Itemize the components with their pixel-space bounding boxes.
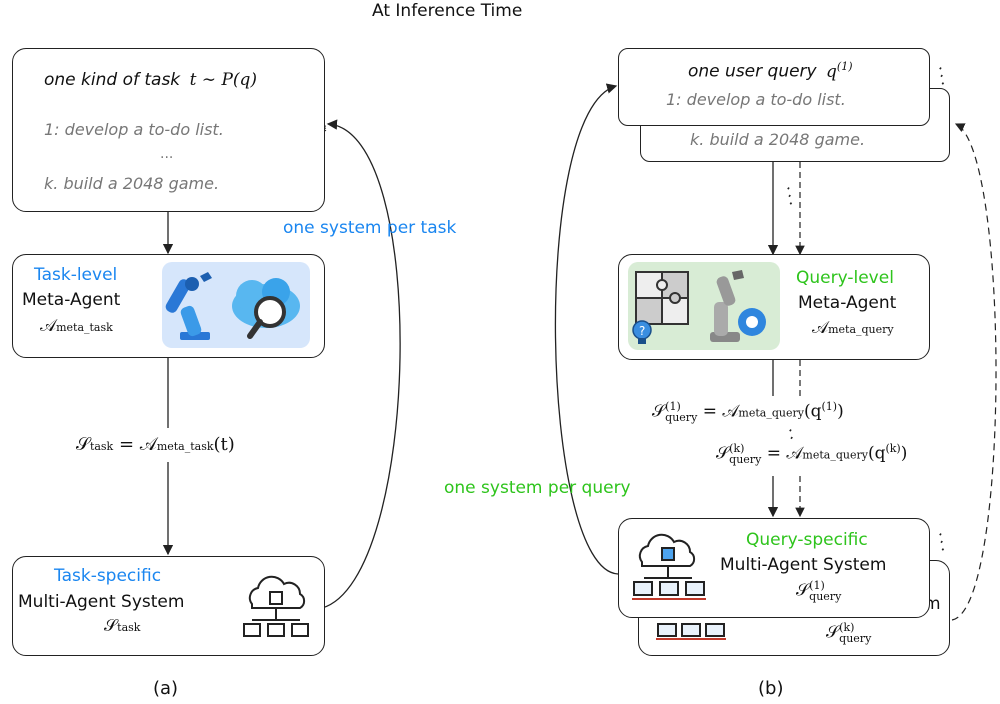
formula-b1-rhs: = 𝒜 bbox=[702, 401, 739, 422]
formula-bk-rhs: = 𝒜 bbox=[766, 443, 803, 464]
query-system-name: Multi-Agent System bbox=[720, 555, 887, 575]
formula-b1-arg-end: ) bbox=[837, 401, 844, 422]
query-meta-level-label: Query-level bbox=[796, 268, 894, 288]
puzzle-icon bbox=[635, 271, 689, 325]
query-title: one user query q(1) bbox=[688, 60, 853, 82]
task-system-symbol-sub: task bbox=[117, 621, 141, 634]
query-meta-symbol-sub: meta_query bbox=[828, 323, 894, 336]
query-system-formula-k: 𝒮(k)query = 𝒜meta_query(q(k)) bbox=[714, 442, 910, 467]
cloud-network-icon bbox=[243, 575, 309, 637]
task-system-symbol: 𝒮task bbox=[104, 616, 140, 636]
query-item-k: k. build a 2048 game. bbox=[690, 130, 866, 149]
query-system-back-symbol-main: 𝒮 bbox=[826, 622, 840, 643]
robot-arm-gear-icon bbox=[710, 270, 766, 342]
task-item-ellipsis: ... bbox=[160, 146, 174, 162]
task-system-symbol-main: 𝒮 bbox=[104, 616, 118, 636]
query-system-back-symbol: 𝒮(k)query bbox=[826, 622, 871, 644]
query-title-text: one user query bbox=[688, 61, 817, 82]
computer-cluster-icon bbox=[656, 623, 726, 640]
query-title-sup: (1) bbox=[836, 60, 853, 73]
query-system-back-symbol-sup: (k) bbox=[839, 621, 855, 634]
formula-b1-lhs: 𝒮 bbox=[652, 401, 666, 422]
task-item-1: 1: develop a to-do list. bbox=[44, 120, 224, 139]
query-meta-symbol: 𝒜meta_query bbox=[812, 318, 894, 338]
formula-b1-lhs-sub: query bbox=[665, 411, 698, 425]
task-title-math: t ∼ P(q) bbox=[189, 70, 258, 90]
formula-b1-rhs-sub: meta_query bbox=[738, 406, 804, 420]
robot-arm-icon bbox=[165, 272, 212, 340]
query-system-symbol: 𝒮(1)query bbox=[796, 580, 841, 602]
loop-arrow-task bbox=[321, 119, 401, 609]
formula-b1-arg: (q bbox=[803, 401, 822, 422]
query-system-symbol-sub: query bbox=[809, 590, 842, 603]
query-system-level-label: Query-specific bbox=[746, 530, 868, 550]
loop-arrow-query-k bbox=[951, 123, 997, 621]
loop-label-task: one system per task bbox=[283, 218, 457, 238]
formula-bk-arg-sup: (k) bbox=[885, 442, 901, 455]
query-box-front bbox=[618, 48, 930, 126]
task-system-name: Multi-Agent System bbox=[18, 592, 185, 612]
query-item-1: 1: develop a to-do list. bbox=[666, 90, 846, 109]
query-system-formula-1: 𝒮(1)query = 𝒜meta_query(q(1)) bbox=[650, 400, 846, 425]
task-distribution-box bbox=[12, 48, 325, 212]
formula-bk-arg-end: ) bbox=[900, 443, 908, 464]
formula-a-rhs-sub: meta_task bbox=[156, 440, 214, 453]
query-system-symbol-main: 𝒮 bbox=[796, 580, 810, 601]
loop-label-query: one system per query bbox=[444, 478, 631, 498]
task-meta-icon-panel bbox=[162, 262, 310, 348]
formula-bk-lhs-sub: query bbox=[729, 453, 762, 467]
formula-a-lhs-sub: task bbox=[89, 440, 114, 453]
task-meta-name: Meta-Agent bbox=[22, 290, 121, 310]
query-meta-symbol-main: 𝒜 bbox=[812, 318, 829, 338]
formula-a-arg: (t) bbox=[213, 434, 235, 455]
cloud-network-color-icon bbox=[632, 533, 706, 600]
task-title: one kind of task t ∼ P(q) bbox=[44, 70, 257, 90]
task-specific-system-box bbox=[12, 556, 325, 656]
cloud-search-icon bbox=[232, 278, 300, 339]
query-meta-name: Meta-Agent bbox=[798, 293, 897, 313]
task-meta-symbol-main: 𝒜 bbox=[40, 316, 57, 336]
caption-a: (a) bbox=[153, 678, 179, 699]
query-system-back-symbol-sub: query bbox=[839, 632, 872, 645]
task-system-formula: 𝒮task = 𝒜meta_task(t) bbox=[76, 434, 235, 455]
formula-b1-lhs-sup: (1) bbox=[665, 400, 681, 414]
formula-b1-arg-sup: (1) bbox=[821, 400, 838, 413]
svg-text:?: ? bbox=[639, 324, 645, 338]
task-title-text: one kind of task bbox=[44, 70, 181, 90]
formula-bk-lhs-sup: (k) bbox=[729, 442, 745, 456]
formula-bk-arg: (q bbox=[867, 443, 886, 464]
task-system-level-label: Task-specific bbox=[54, 566, 162, 586]
query-title-math: q bbox=[826, 61, 837, 82]
query-meta-icon-panel: ? bbox=[628, 262, 780, 350]
loop-arrow-query bbox=[554, 83, 619, 575]
formula-bk-lhs: 𝒮 bbox=[716, 443, 730, 464]
query-specific-system-box bbox=[618, 518, 930, 618]
task-item-k: k. build a 2048 game. bbox=[44, 174, 220, 193]
formula-bk-rhs-sub: meta_query bbox=[802, 448, 868, 462]
page-title: At Inference Time bbox=[372, 1, 523, 21]
formula-a-rhs: = 𝒜 bbox=[118, 434, 157, 455]
caption-b: (b) bbox=[758, 678, 784, 699]
task-meta-symbol-sub: meta_task bbox=[56, 321, 113, 334]
task-meta-level-label: Task-level bbox=[34, 265, 118, 285]
query-system-symbol-sup: (1) bbox=[809, 579, 825, 592]
task-meta-symbol: 𝒜meta_task bbox=[40, 316, 113, 336]
formula-a-lhs: 𝒮 bbox=[76, 434, 90, 455]
lightbulb-icon: ? bbox=[632, 320, 652, 344]
